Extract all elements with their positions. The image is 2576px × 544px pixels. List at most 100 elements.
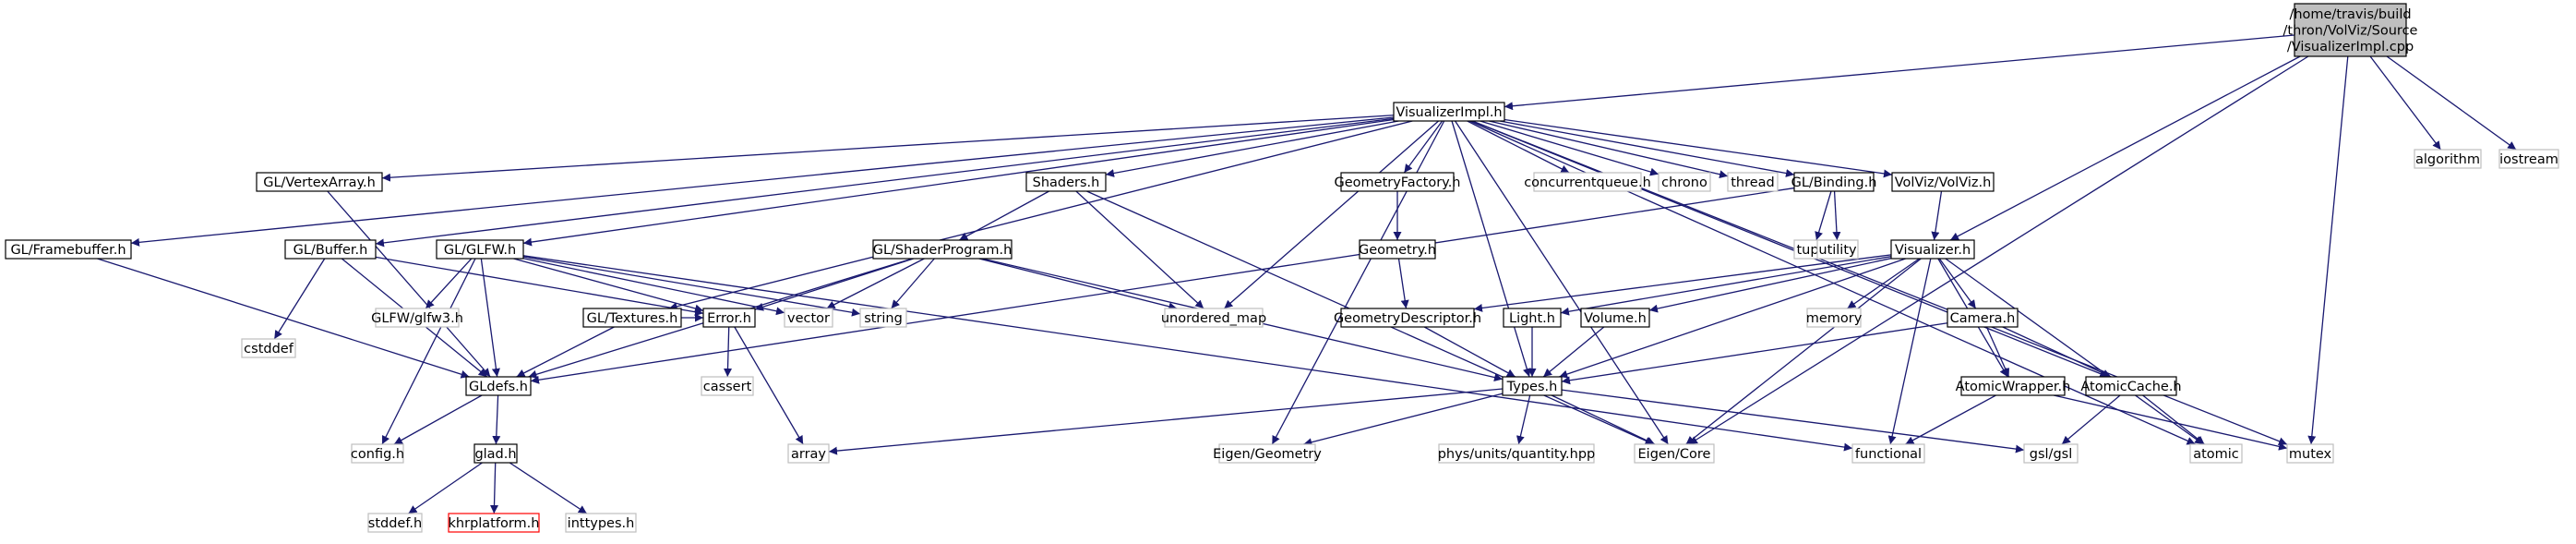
node-box (701, 376, 754, 396)
node-label: Eigen/Core (1638, 447, 1711, 462)
edge-gl_glfw_h-to-config_h (381, 258, 476, 445)
edge-atomiccache_h-to-gsl_gsl (2061, 394, 2121, 445)
node-quantity-hpp: phys/units/quantity.hpp (1438, 443, 1595, 464)
node-error-h[interactable]: Error.h (702, 308, 756, 328)
node-inttypes-h: inttypes.h (565, 513, 637, 533)
node-algorithm: algorithm (2414, 149, 2482, 169)
edge (2307, 55, 2349, 445)
node-box (2023, 443, 2079, 464)
edge-gl_glfw_h-to-glfw3_h (425, 258, 473, 309)
edge-gl_textures_h-to-gldefs_h (516, 326, 615, 378)
edge (1985, 326, 2010, 378)
node-label: thread (1731, 175, 1775, 190)
edge (1561, 322, 1948, 385)
node-atomiccache-h[interactable]: AtomicCache.h (2080, 376, 2182, 396)
edge-visualizerimpl_h-to-gl_buffer_h (375, 117, 1395, 248)
node-gldefs-h[interactable]: GLdefs.h (465, 376, 532, 396)
edge (513, 258, 704, 313)
node-shaders-h[interactable]: Shaders.h (1025, 172, 1107, 192)
edge-camera_h-to-atomicwrapper_h (1985, 326, 2010, 378)
node-gl-glfw-h[interactable]: GL/GLFW.h (436, 239, 524, 260)
node-unordered-map: unordered_map (1161, 308, 1266, 328)
edge-gl_binding_h-to-tuple (1815, 190, 1832, 241)
node-types-h[interactable]: Types.h (1502, 376, 1563, 396)
node-root[interactable]: /home/travis/build/thron/VolViz/Source/V… (2283, 3, 2418, 57)
node-memory: memory (1806, 308, 1863, 328)
node-label: unordered_map (1161, 311, 1266, 326)
node-box (473, 443, 518, 464)
node-camera-h[interactable]: Camera.h (1947, 308, 2019, 328)
node-functional: functional (1851, 443, 1925, 464)
node-eigen-geometry: Eigen/Geometry (1213, 443, 1322, 464)
edge (393, 394, 483, 445)
edge (1648, 258, 1892, 313)
node-box (1947, 308, 2019, 328)
node-label: string (864, 311, 903, 326)
edge (826, 258, 925, 309)
node-visualizerimpl-h[interactable]: VisualizerImpl.h (1393, 102, 1505, 122)
edge-gl_shaderprogram_h-to-string (891, 258, 935, 309)
node-gl-binding-h[interactable]: GL/Binding.h (1791, 172, 1877, 192)
node-box (241, 338, 296, 358)
node-light-h[interactable]: Light.h (1503, 308, 1562, 328)
edge-root-to-eigen_core (1688, 55, 2309, 445)
node-label: Volume.h (1584, 311, 1647, 326)
edge (1551, 394, 1656, 445)
node-cassert: cassert (701, 376, 754, 396)
edge (1949, 55, 2301, 241)
node-khrplatform-h[interactable]: khrplatform.h (448, 513, 540, 533)
edge-gl_binding_h-to-utility (1832, 190, 1841, 241)
edge-visualizer_h-to-geometrydescriptor_h (1473, 254, 1892, 312)
node-geometryfactory-h[interactable]: GeometryFactory.h (1335, 172, 1461, 192)
edge-gl_buffer_h-to-error_h (375, 256, 704, 317)
node-visualizer-h[interactable]: Visualizer.h (1890, 239, 1975, 260)
edge (1516, 394, 1531, 445)
edge (978, 258, 1178, 311)
edge-visualizerimpl_h-to-gl_framebuffer_h (130, 116, 1395, 247)
node-geometry-h[interactable]: Geometry.h (1359, 239, 1436, 260)
node-box (702, 308, 756, 328)
edge-visualizerimpl_h-to-volviz_h (1504, 118, 1893, 178)
node-geometrydescriptor-h[interactable]: GeometryDescriptor.h (1334, 308, 1481, 328)
edge-visualizerimpl_h-to-types_h (1451, 120, 1531, 378)
edge-visualizer_h-to-functional (1887, 258, 1932, 445)
node-label: GeometryDescriptor.h (1334, 311, 1481, 326)
edge-error_h-to-array (734, 326, 804, 445)
edge-volume_h-to-types_h (1542, 326, 1605, 378)
node-box (1340, 172, 1455, 192)
node-box (1658, 172, 1711, 192)
edge-gl_buffer_h-to-cstddef (273, 258, 326, 340)
edge (1847, 258, 1920, 309)
node-volume-h[interactable]: Volume.h (1580, 308, 1650, 328)
node-gl-vertexarray-h[interactable]: GL/VertexArray.h (256, 172, 383, 192)
node-volviz-h[interactable]: VolViz/VolViz.h (1891, 172, 1995, 192)
edge (381, 258, 476, 445)
edge (327, 190, 491, 378)
edge (1542, 326, 1605, 378)
node-gl-framebuffer-h[interactable]: GL/Framebuffer.h (5, 239, 132, 260)
edge (1945, 258, 2204, 445)
edge (1504, 118, 1893, 178)
node-string: string (859, 308, 907, 328)
node-label: stddef.h (368, 516, 422, 531)
edge (1504, 34, 2295, 111)
node-atomicwrapper-h[interactable]: AtomicWrapper.h (1956, 376, 2071, 396)
edge-glad_h-to-inttypes_h (509, 462, 588, 514)
node-label: config.h (351, 447, 404, 462)
node-label: Camera.h (1950, 311, 2016, 326)
node-gl-shaderprogram-h[interactable]: GL/ShaderProgram.h (872, 239, 1012, 260)
node-gl-textures-h[interactable]: GL/Textures.h (582, 308, 682, 328)
node-box (1025, 172, 1107, 192)
edge-gl_shaderprogram_h-to-unordered_map (978, 258, 1178, 311)
edge-root-to-iostream (2386, 55, 2517, 151)
node-gl-buffer-h[interactable]: GL/Buffer.h (284, 239, 377, 260)
edge-visualizerimpl_h-to-gl_vertexarray_h (381, 115, 1395, 182)
node-label: Light.h (1509, 311, 1555, 326)
edge-gl_vertexarray_h-to-gldefs_h (327, 190, 491, 378)
node-glad-h[interactable]: glad.h (473, 443, 518, 464)
edge-error_h-to-cassert (724, 326, 733, 378)
node-glfw3-h: GLFW/glfw3.h (371, 308, 463, 328)
edge (408, 462, 483, 514)
node-box (465, 376, 532, 396)
